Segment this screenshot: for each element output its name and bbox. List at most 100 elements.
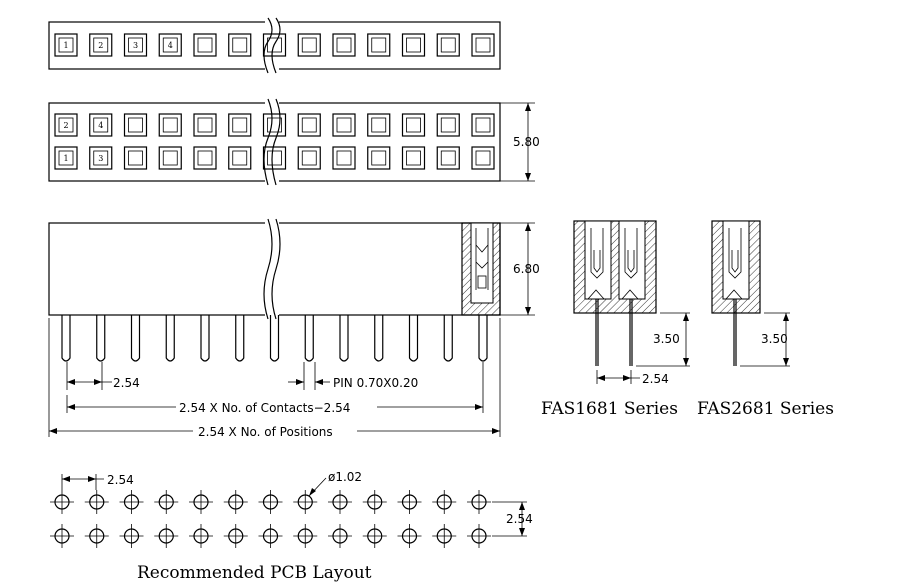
- contact-outer: [193, 146, 217, 170]
- pin: [165, 315, 175, 362]
- contact-inner: [128, 117, 143, 133]
- break-line: [271, 218, 281, 320]
- contact-outer: [401, 33, 426, 57]
- contact-inner: [440, 150, 456, 166]
- contact-outer: [54, 33, 78, 57]
- contact-inner: [371, 117, 387, 133]
- contact-outer: [158, 146, 182, 170]
- pcb-dimensions: 2.54 ø1.02 2.54: [61, 470, 533, 537]
- contact-inner: [162, 150, 178, 166]
- pcb-row-pitch-label: 2.54: [506, 512, 533, 526]
- dim-label-contacts: 2.54 X No. of Contacts−2.54: [179, 401, 350, 415]
- pcb-hole-label: ø1.02: [328, 470, 362, 484]
- cutaway-cavity: [470, 222, 494, 304]
- contact-inner: [162, 117, 178, 133]
- pin: [478, 315, 488, 362]
- pin: [408, 315, 419, 362]
- contact-outer: [89, 146, 113, 170]
- contact-inner: [197, 117, 213, 133]
- pin: [235, 315, 245, 362]
- pin-number: 1: [63, 154, 68, 163]
- dim-label-6-80: 6.80: [513, 262, 540, 276]
- contact-outer: [158, 33, 182, 57]
- contact-inner: [336, 37, 352, 53]
- contact-outer: [89, 113, 113, 137]
- contact-outer: [471, 146, 495, 170]
- contact-inner: [162, 37, 178, 53]
- contact-inner: [58, 117, 74, 133]
- pin: [269, 315, 280, 362]
- contact-outer: [401, 113, 426, 137]
- pin-number: 2: [63, 121, 68, 130]
- contact-inner: [301, 117, 317, 133]
- contact-inner: [336, 150, 352, 166]
- dim-label-tail-2681: 3.50: [761, 332, 788, 346]
- contact-inner: [475, 117, 491, 133]
- contact-outer: [89, 33, 113, 57]
- contact-outer: [332, 146, 356, 170]
- dim-label-pitch-1681: 2.54: [642, 372, 669, 386]
- contact-outer: [367, 33, 391, 57]
- contact-inner: [197, 37, 213, 53]
- contact-inner: [232, 117, 248, 133]
- pcb-pitch-label: 2.54: [107, 473, 134, 487]
- contact-inner: [440, 37, 456, 53]
- contact-inner: [406, 117, 421, 133]
- contact-outer: [471, 113, 495, 137]
- contact-inner: [232, 150, 248, 166]
- contact-outer: [262, 33, 287, 57]
- pin: [130, 315, 141, 362]
- contact-inner: [128, 150, 143, 166]
- pin-number: 4: [98, 121, 103, 130]
- contact-inner: [371, 37, 387, 53]
- side-view-dimensions: 2.54 PIN 0.70X0.20 2.54 X No. of Contact…: [48, 318, 501, 439]
- break-line: [271, 98, 281, 186]
- contact-outer: [123, 146, 148, 170]
- pin-number: 2: [98, 41, 103, 50]
- dim-label-pitch: 2.54: [113, 376, 140, 390]
- fas2681-section-view: 3.50: [711, 220, 790, 367]
- contact-inner: [267, 37, 282, 53]
- pin: [61, 315, 71, 362]
- contact-inner: [301, 37, 317, 53]
- pin: [374, 315, 384, 362]
- height-dimension-top: 5.80: [500, 102, 540, 182]
- pin: [96, 315, 106, 362]
- contact-outer: [54, 113, 78, 137]
- contact-outer: [297, 113, 321, 137]
- contact-outer: [367, 113, 391, 137]
- contact-outer: [436, 33, 460, 57]
- break-gap: [265, 99, 279, 185]
- pin: [443, 315, 453, 362]
- contact-outer: [193, 113, 217, 137]
- cutaway-contact: [475, 228, 489, 290]
- fas1681-section-view: 3.50 2.54: [573, 220, 690, 386]
- contact-outer: [193, 33, 217, 57]
- side-view: [48, 218, 501, 362]
- contact-outer: [332, 33, 356, 57]
- contact-inner: [197, 150, 213, 166]
- dim-label-5-80: 5.80: [513, 135, 540, 149]
- contact-inner: [406, 37, 421, 53]
- dim-label-tail-1681: 3.50: [653, 332, 680, 346]
- contact-outer: [297, 33, 321, 57]
- pin-number: 3: [133, 41, 138, 50]
- pcb-layout: [50, 490, 491, 548]
- contact-inner: [267, 150, 282, 166]
- break-line: [271, 17, 281, 74]
- contact-inner: [128, 37, 143, 53]
- contact-outer: [123, 113, 148, 137]
- contact-inner: [93, 37, 109, 53]
- contact-inner: [93, 117, 109, 133]
- contact-inner: [267, 117, 282, 133]
- contact-outer: [228, 113, 252, 137]
- contact-inner: [475, 150, 491, 166]
- contact-outer: [262, 146, 287, 170]
- contact-outer: [228, 146, 252, 170]
- pin-number: 3: [98, 154, 103, 163]
- break-gap: [265, 219, 279, 319]
- pin-number: 4: [168, 41, 173, 50]
- contact-inner: [371, 150, 387, 166]
- height-dimension-side: 6.80: [500, 222, 540, 316]
